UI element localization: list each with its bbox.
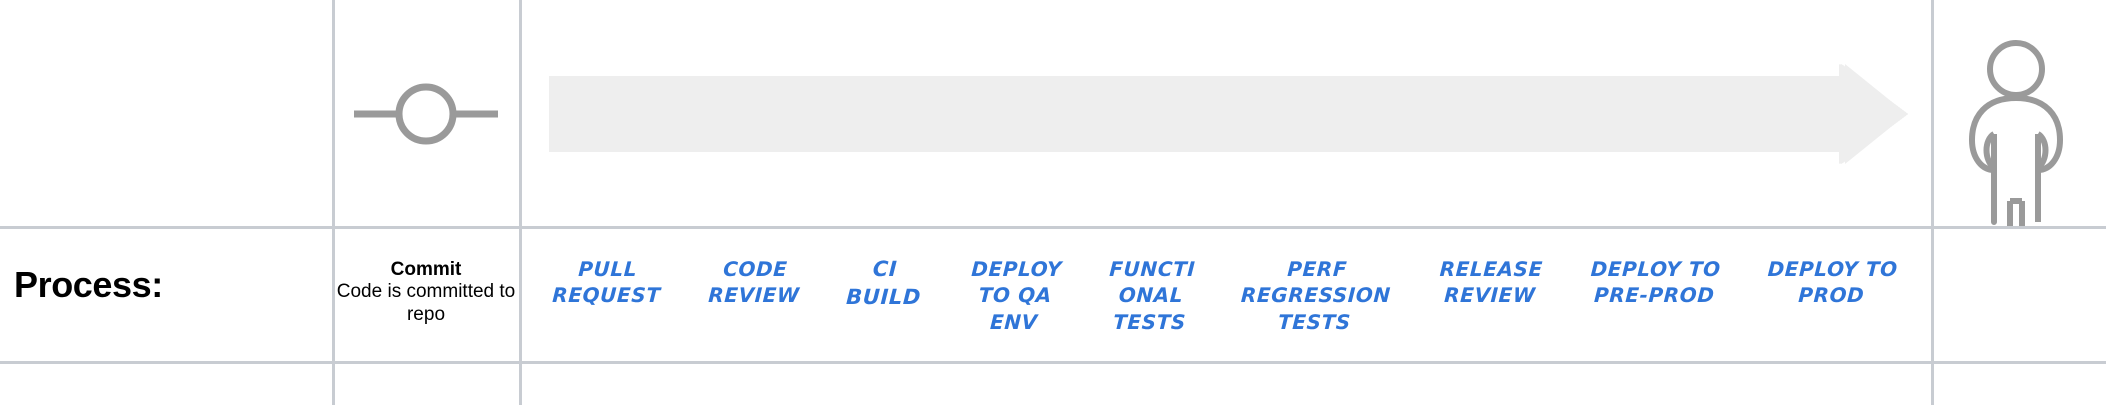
commit-title: Commit [390,259,462,280]
git-commit-icon [352,76,500,152]
stage-label-functional-tests: Functi onal tests [1108,257,1196,334]
stage-label-release-review: Release review [1438,257,1544,308]
stage-label-row: Pull request Code review CI build Deploy… [519,256,1931,361]
grid-line-vertical-right [1931,0,1934,405]
grid-line-vertical-commit-left [332,0,335,405]
stage-label-deploy-to-prod: Deploy to prod [1767,257,1899,308]
stage-label-perf-regression-tests: Perf regression tests [1240,257,1392,334]
commit-description: Code is committed to repo [336,281,516,325]
stage-label-code-review: Code review [707,257,800,308]
right-arrow-shape [549,62,1909,166]
page-title: Process: [14,264,163,305]
person-icon [1960,36,2072,226]
commit-cell: Commit Code is committed to repo [336,259,516,326]
stage-label-deploy-to-qa-env: Deploy to QA env [970,257,1063,334]
grid-line-horizontal-top [0,226,2106,229]
stage-label-ci-build: CI build [846,257,923,309]
stage-label-deploy-to-pre-prod: Deploy to pre-prod [1589,257,1721,308]
grid-line-vertical-commit-right [519,0,522,405]
stage-label-pull-request: Pull request [551,257,661,308]
grid-line-horizontal-bottom [0,361,2106,364]
